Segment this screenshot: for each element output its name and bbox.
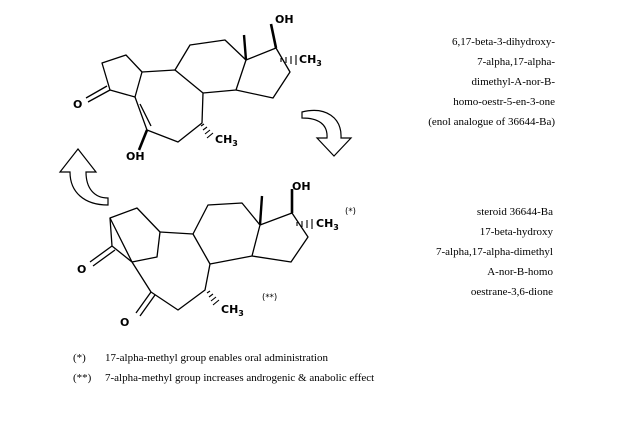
top-keto-o-label: O [73, 98, 82, 111]
top-17-oh-label: OH [275, 13, 294, 26]
bottom-ring-a [109, 207, 161, 263]
top-17-methyl-hash [280, 55, 297, 65]
top-7-methyl-hash [200, 123, 214, 139]
footnote-text: 17-alpha-methyl group enables oral admin… [105, 352, 328, 364]
bottom-17-methyl-hash [296, 219, 313, 229]
footnote-mark: (*) [73, 352, 86, 364]
bottom-17-marker: (*) [345, 207, 356, 217]
bottom-caption-line: steroid 36644-Ba [477, 206, 553, 218]
bottom-caption-line: 17-beta-hydroxy [480, 226, 554, 238]
top-caption-line: homo-oestr-5-en-3-one [453, 96, 555, 108]
top-caption-line: dimethyl-A-nor-B- [472, 76, 556, 88]
top-ring-c [174, 39, 247, 94]
top-7-ch3-label: CH3 [215, 133, 238, 148]
top-ring-a [101, 54, 143, 98]
top-ring-d [235, 47, 291, 99]
footnote-text: 7-alpha-methyl group increases androgeni… [105, 372, 374, 384]
top-caption: 6,17-beta-3-dihydroxy- 7-alpha,17-alpha-… [428, 36, 555, 128]
bottom-keto-o1-label: O [77, 263, 86, 276]
top-caption-line: (enol analogue of 36644-Ba) [428, 116, 555, 128]
bottom-caption-line: oestrane-3,6-dione [471, 286, 553, 298]
footnote-mark: (**) [73, 372, 92, 384]
top-17-ch3-label: CH3 [299, 53, 322, 68]
top-molecule [85, 23, 291, 151]
bottom-keto-o2-label: O [120, 316, 129, 329]
bottom-molecule [89, 189, 309, 317]
bottom-caption: steroid 36644-Ba 17-beta-hydroxy 7-alpha… [436, 206, 553, 298]
bottom-17-oh-label: OH [292, 180, 311, 193]
arrow-down-right [301, 109, 353, 157]
bottom-17-ch3-label: CH3 [316, 217, 339, 232]
bottom-ring-d [251, 212, 309, 263]
top-caption-line: 6,17-beta-3-dihydroxy- [452, 36, 555, 48]
arrow-up-left [58, 148, 109, 206]
bottom-7-methyl-hash [206, 290, 220, 306]
top-enol-oh-label: OH [126, 150, 145, 163]
bottom-ring-c [192, 202, 261, 265]
bottom-caption-line: A-nor-B-homo [487, 266, 553, 278]
bottom-caption-line: 7-alpha,17-alpha-dimethyl [436, 246, 553, 258]
bottom-7-ch3-label: CH3 [221, 303, 244, 318]
bottom-7-marker: (**) [262, 293, 277, 303]
bottom-ring-b [131, 231, 211, 311]
footnotes: (*) 17-alpha-methyl group enables oral a… [73, 352, 374, 384]
top-caption-line: 7-alpha,17-alpha- [477, 56, 555, 68]
